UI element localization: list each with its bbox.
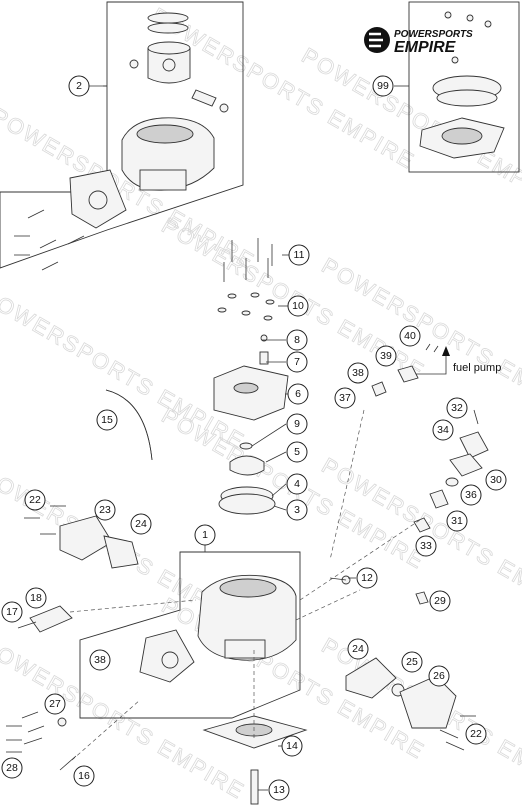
callout-14: 14 <box>281 735 303 757</box>
svg-text:14: 14 <box>286 740 298 752</box>
svg-text:16: 16 <box>78 770 90 782</box>
callout-5: 5 <box>286 441 308 463</box>
callout-6: 6 <box>287 383 309 405</box>
svg-text:22: 22 <box>29 494 41 506</box>
svg-text:38: 38 <box>94 654 106 666</box>
callout-26: 26 <box>428 665 450 687</box>
callout-35: 36 <box>460 484 482 506</box>
svg-text:29: 29 <box>434 595 446 607</box>
callout-28: 28 <box>1 757 23 779</box>
stud-part <box>250 769 259 805</box>
callout-39: 39 <box>375 345 397 367</box>
arrow-up-icon <box>442 346 450 356</box>
svg-text:39: 39 <box>380 350 392 362</box>
callout-12: 12 <box>356 567 378 589</box>
svg-text:2: 2 <box>76 80 82 92</box>
group-box-1 <box>79 551 301 719</box>
callout-11: 11 <box>288 244 310 266</box>
svg-text:6: 6 <box>295 388 301 400</box>
svg-text:27: 27 <box>49 698 61 710</box>
callout-7: 7 <box>286 351 308 373</box>
callout-22b: 22 <box>465 723 487 745</box>
callout-13: 13 <box>268 779 290 801</box>
callout-24b: 24 <box>347 638 369 660</box>
callout-8: 8 <box>286 329 308 351</box>
callout-3: 3 <box>286 499 308 521</box>
svg-text:24: 24 <box>352 643 364 655</box>
callout-31: 31 <box>446 510 468 532</box>
main-cylinder-part <box>197 574 297 661</box>
callout-4: 4 <box>286 473 308 495</box>
svg-text:36: 36 <box>465 489 477 501</box>
svg-text:11: 11 <box>294 249 305 261</box>
svg-text:99: 99 <box>377 80 389 92</box>
callout-30: 30 <box>485 469 507 491</box>
leader-lines <box>103 85 356 791</box>
svg-text:24: 24 <box>135 518 147 530</box>
svg-text:22: 22 <box>470 728 482 740</box>
fuel-pump-note: fuel pump <box>453 362 501 374</box>
group-box-99 <box>408 1 520 173</box>
svg-text:32: 32 <box>451 402 463 414</box>
callout-22: 22 <box>24 489 46 511</box>
svg-text:23: 23 <box>99 504 111 516</box>
svg-text:37: 37 <box>339 392 351 404</box>
svg-text:38: 38 <box>352 367 364 379</box>
callout-18: 18 <box>25 587 47 609</box>
callout-9: 9 <box>286 413 308 435</box>
callout-40: 40 <box>399 325 421 347</box>
svg-text:12: 12 <box>361 572 373 584</box>
svg-text:34: 34 <box>437 424 449 436</box>
svg-text:5: 5 <box>294 446 300 458</box>
callout-24: 24 <box>130 513 152 535</box>
callout-23: 23 <box>94 499 116 521</box>
powersports-empire-logo: POWERSPORTS EMPIRE <box>364 27 473 56</box>
svg-text:7: 7 <box>294 356 300 368</box>
svg-text:15: 15 <box>101 414 113 426</box>
callout-34: 34 <box>432 419 454 441</box>
callout-99: 99 <box>372 75 394 97</box>
callout-29: 29 <box>429 590 451 612</box>
callout-27: 27 <box>44 693 66 715</box>
callout-25: 25 <box>401 651 423 673</box>
svg-text:17: 17 <box>6 606 18 618</box>
callout-33: 33 <box>415 535 437 557</box>
svg-text:33: 33 <box>420 540 432 552</box>
svg-text:9: 9 <box>294 418 300 430</box>
bolt-set-11 <box>223 238 273 282</box>
svg-text:18: 18 <box>30 592 42 604</box>
callout-37: 37 <box>334 387 356 409</box>
logo-bottom-text: EMPIRE <box>394 39 457 56</box>
svg-text:13: 13 <box>273 784 285 796</box>
svg-text:28: 28 <box>6 762 18 774</box>
svg-text:25: 25 <box>406 656 418 668</box>
callout-17: 17 <box>1 601 23 623</box>
callout-15: 15 <box>96 409 118 431</box>
callout-10: 10 <box>287 295 309 317</box>
callout-1: 1 <box>194 524 216 546</box>
svg-text:1: 1 <box>202 529 208 541</box>
svg-text:31: 31 <box>451 515 463 527</box>
callout-32: 32 <box>446 397 468 419</box>
svg-text:26: 26 <box>433 670 445 682</box>
svg-text:10: 10 <box>292 300 304 312</box>
logo-top-text: POWERSPORTS <box>394 29 473 40</box>
svg-text:30: 30 <box>490 474 502 486</box>
callout-38: 38 <box>347 362 369 384</box>
callout-16: 16 <box>73 765 95 787</box>
svg-text:3: 3 <box>294 504 300 516</box>
svg-text:4: 4 <box>294 478 300 490</box>
svg-text:40: 40 <box>404 330 416 342</box>
svg-text:8: 8 <box>294 334 300 346</box>
callout-2: 2 <box>68 75 90 97</box>
callout-36: 38 <box>89 649 111 671</box>
